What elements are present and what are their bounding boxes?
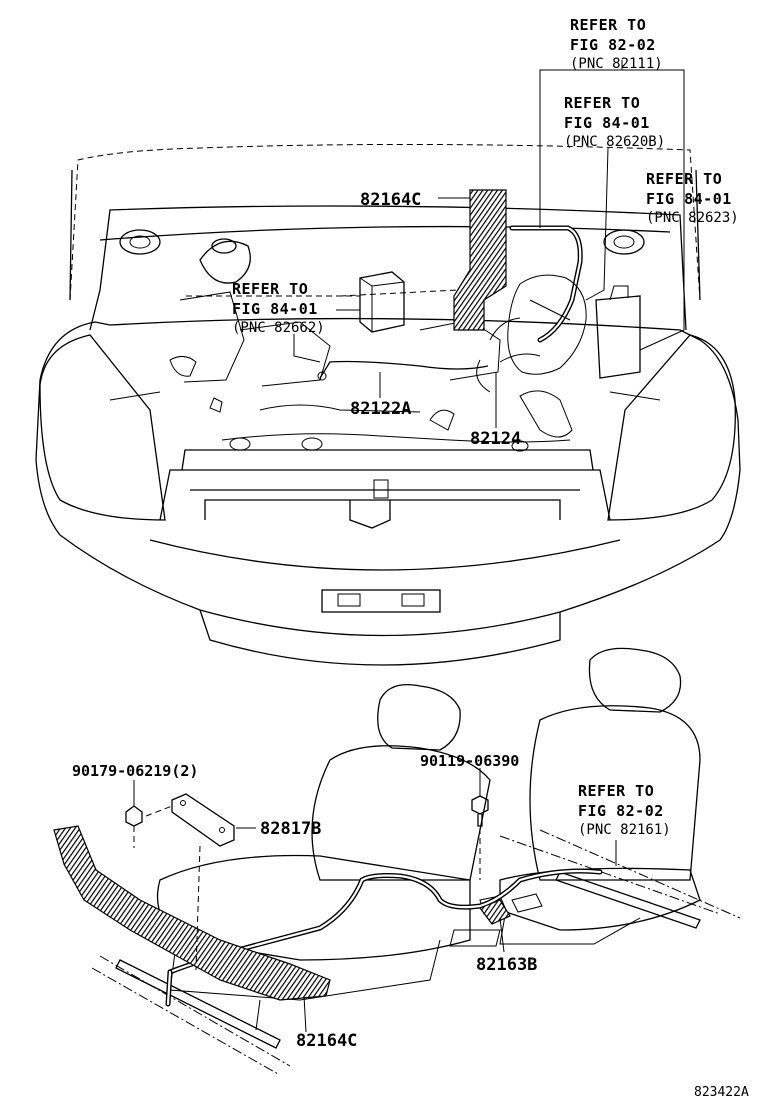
ref-pnc: (PNC 82620B) xyxy=(564,134,665,150)
ref-line2: FIG 84-01 xyxy=(232,300,318,318)
ref-line1: REFER TO xyxy=(646,170,722,188)
ref-line1: REFER TO xyxy=(232,280,308,298)
ref-line2: FIG 84-01 xyxy=(564,114,650,132)
ref-line2: FIG 82-02 xyxy=(570,36,656,54)
top-leader-lines xyxy=(186,60,685,428)
ref-line1: REFER TO xyxy=(564,94,640,112)
part-90179-06219: 90179-06219(2) xyxy=(72,762,198,780)
ref-pnc: (PNC 82623) xyxy=(646,210,739,226)
ref-fig-82-02-top: REFER TO FIG 82-02 (PNC 82111) xyxy=(570,16,663,72)
ref-fig-84-01-right: REFER TO FIG 84-01 (PNC 82623) xyxy=(646,170,739,226)
ref-fig-84-01-left: REFER TO FIG 84-01 (PNC 82662) xyxy=(232,280,325,336)
part-82164c-top: 82164C xyxy=(360,190,421,210)
part-82164c-bottom: 82164C xyxy=(296,1031,357,1051)
ref-pnc: (PNC 82662) xyxy=(232,320,325,336)
part-82124: 82124 xyxy=(470,429,521,449)
part-90119-06390: 90119-06390 xyxy=(420,752,519,770)
ref-pnc: (PNC 82111) xyxy=(570,56,663,72)
part-82122a: 82122A xyxy=(350,399,411,419)
bottom-leader-lines xyxy=(133,768,617,1033)
ref-fig-82-02-bottom: REFER TO FIG 82-02 (PNC 82161) xyxy=(578,782,671,838)
illustration-id: 823422A xyxy=(694,1085,749,1100)
part-82163b: 82163B xyxy=(476,955,537,975)
ref-line1: REFER TO xyxy=(570,16,646,34)
ref-line2: FIG 82-02 xyxy=(578,802,664,820)
car-front-illustration xyxy=(35,143,741,666)
ref-line2: FIG 84-01 xyxy=(646,190,732,208)
seat-illustration xyxy=(53,647,741,1075)
ref-fig-84-01-b: REFER TO FIG 84-01 (PNC 82620B) xyxy=(564,94,665,150)
ref-pnc: (PNC 82161) xyxy=(578,822,671,838)
part-82817b: 82817B xyxy=(260,819,321,839)
ref-line1: REFER TO xyxy=(578,782,654,800)
